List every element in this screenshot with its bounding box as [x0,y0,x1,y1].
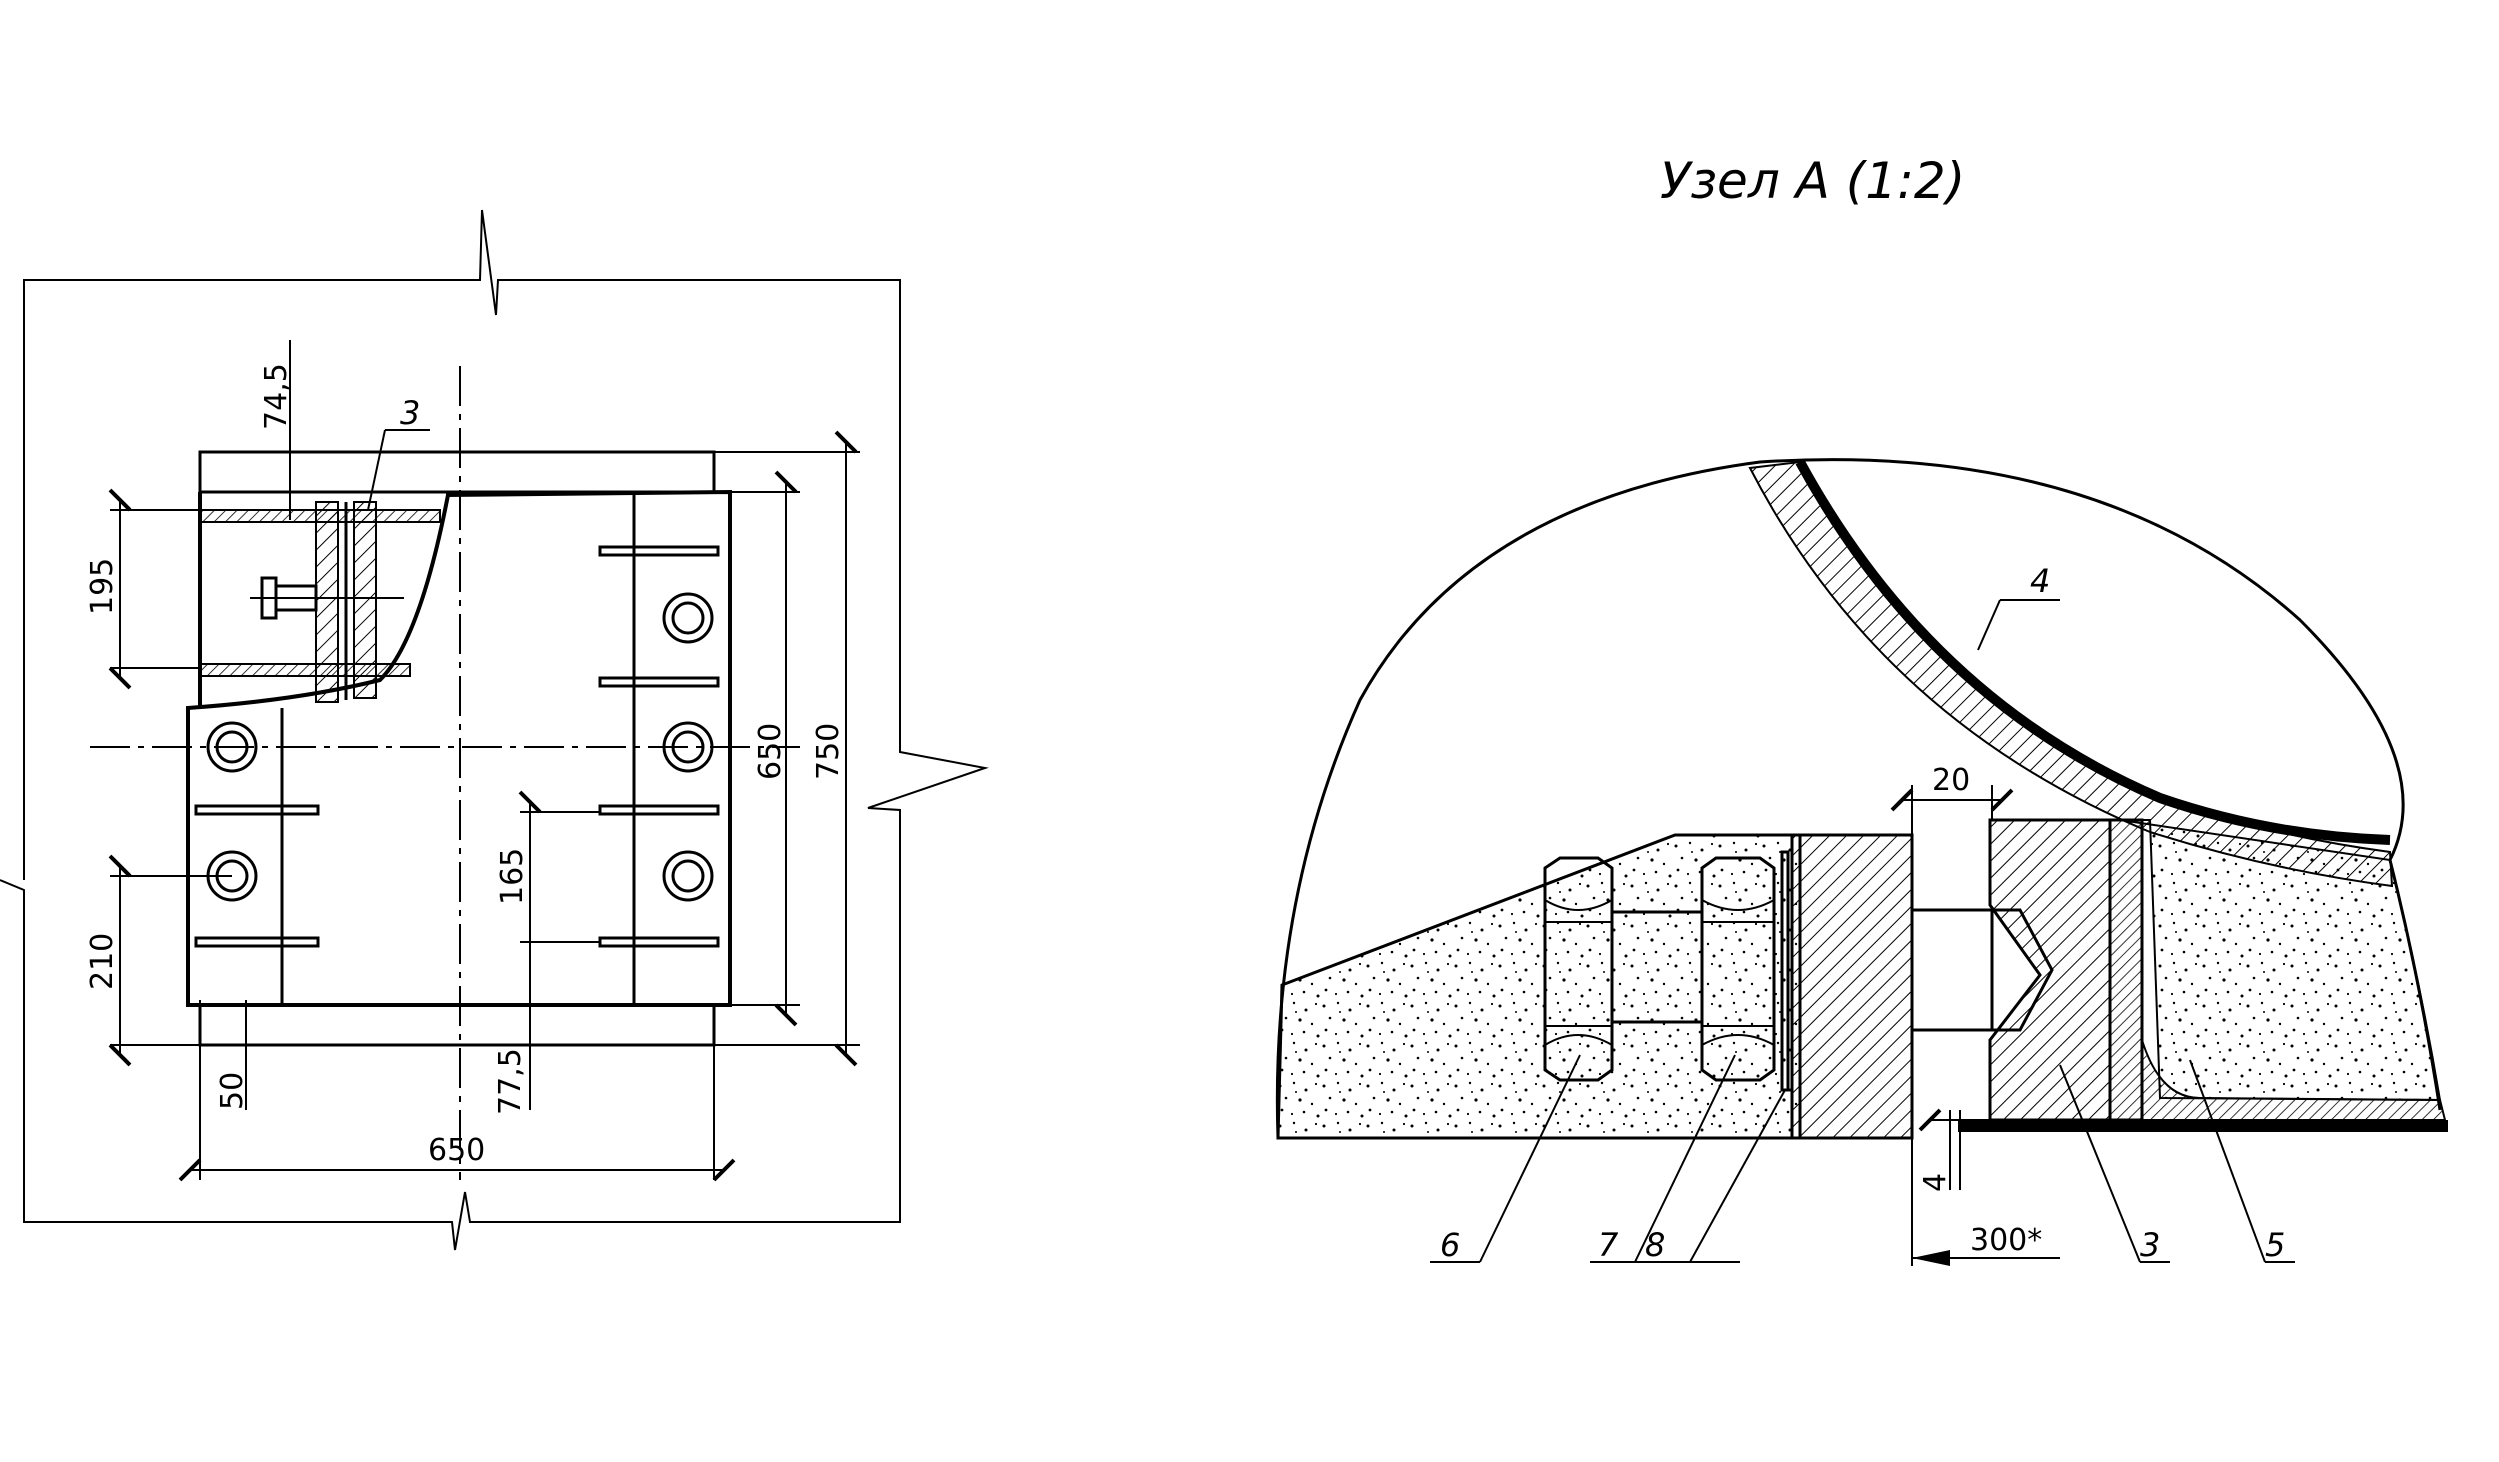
dim-4: 4 [1918,1173,1953,1192]
dim-lines [108,340,860,1182]
dim-77-5: 77,5 [493,1048,528,1115]
pipe-lining [1795,459,2391,845]
plate-3-right [353,501,377,699]
callout-4: 4 [2030,562,2050,600]
detail-title: Узел А (1:2) [1660,152,1965,210]
base-strip [1958,1120,2448,1132]
concrete-left [1276,833,1802,1140]
dim-165: 165 [495,848,530,905]
dim-650-bottom: 650 [428,1133,485,1168]
detail-view: Узел А (1:2) [1275,152,2448,1266]
nut-6 [1543,856,1614,1082]
anchor-bolt [662,592,714,644]
dim-74-5: 74,5 [259,363,294,430]
callout-3-plan: 3 [400,394,420,432]
wall-outline [0,209,989,1251]
steel-block-left [1790,833,1914,1140]
plate-5 [2108,818,2144,1122]
dim-195: 195 [85,558,120,615]
dim-50: 50 [215,1072,250,1110]
steel-block-right [1988,818,2112,1122]
dim-300: 300* [1970,1223,2042,1258]
callout-3-detail: 3 [2140,1226,2160,1264]
plan-view: 74,5 195 210 165 50 77,5 650 650 750 3 [0,209,989,1251]
dim-650-right: 650 [753,723,788,780]
plate-3-left [315,501,339,703]
dim-210: 210 [85,933,120,990]
callout-7: 7 [1598,1226,1619,1264]
bolt-cutaway [250,576,404,620]
callout-6: 6 [1440,1226,1460,1264]
anchor-bolt [662,850,714,902]
dim-20: 20 [1932,763,1970,798]
nut-7 [1700,856,1776,1082]
channel-bottom [199,663,411,677]
leader-lines [1430,599,2295,1266]
dim-750: 750 [811,723,846,780]
callout-5: 5 [2265,1226,2285,1264]
callout-8: 8 [1645,1226,1665,1264]
upper-plate [198,450,716,494]
bolt-shank [1910,908,1994,1032]
lower-plate [198,1003,716,1047]
angle-5 [2141,1039,2447,1121]
